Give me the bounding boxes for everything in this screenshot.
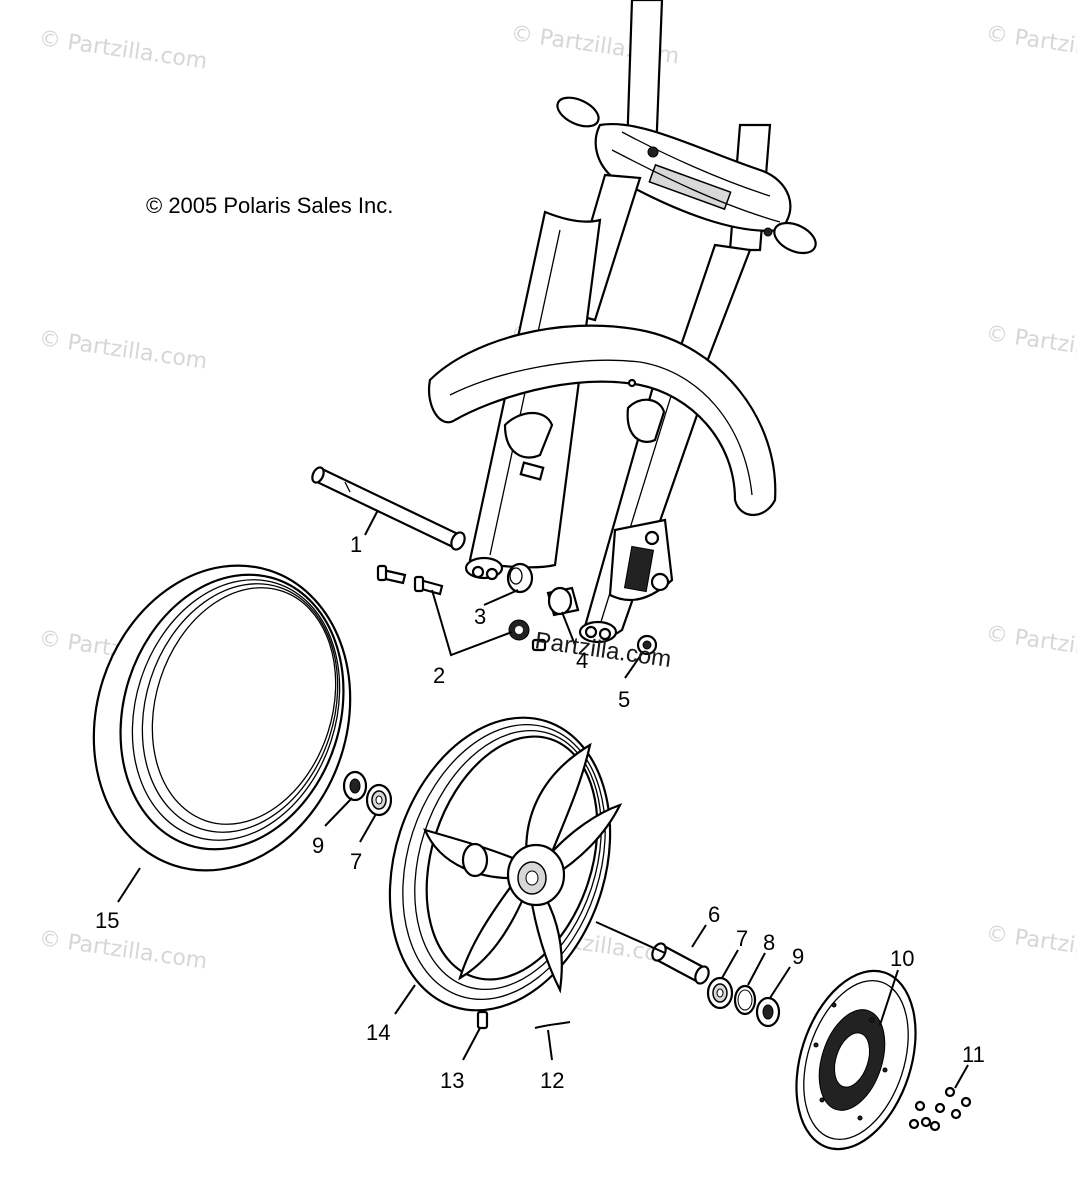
front-fork-drawing [427,0,817,644]
callout-12: 12 [540,1068,564,1093]
callout-15: 15 [95,908,119,933]
watermark-top-right: © Partzilla.com [984,21,1077,69]
callout-13: 13 [440,1068,464,1093]
part-9-seal-left [342,770,368,802]
callout-2: 2 [433,663,445,688]
callout-7-right: 7 [736,926,748,951]
callout-10: 10 [890,946,914,971]
callout-9-left: 9 [312,833,324,858]
callout-5: 5 [618,687,630,712]
part-1-axle [311,466,466,551]
part-14-wheel [388,716,623,1012]
watermark-mid-left: © Partzilla.com [37,326,209,374]
part-5-bolt [636,634,658,656]
callout-3: 3 [474,604,486,629]
callout-1: 1 [350,532,362,557]
callout-7-left: 7 [350,849,362,874]
part-4-spacer [546,586,580,617]
watermark-mid-right: © Partzilla.com [984,321,1077,369]
part-15-tire [92,564,352,872]
watermark-low-right: © Partzilla.com [984,621,1077,669]
part-13-valve-stem [476,1010,489,1030]
part-3-spacer [506,562,534,594]
watermark-bottom-left: © Partzilla.com [37,926,209,974]
callout-8: 8 [763,930,775,955]
callout-4: 4 [576,648,588,673]
copyright-notice: © 2005 Polaris Sales Inc. [146,193,393,218]
callout-6: 6 [708,902,720,927]
callout-11: 11 [962,1042,985,1067]
watermark-top-left: © Partzilla.com [37,26,209,74]
part-6-spacer-tube [651,942,710,985]
part-2-bolts [376,564,547,652]
callout-labels: 1 2 3 4 5 6 7 8 9 9 7 10 11 12 13 14 15 [95,532,985,1093]
callout-9-right: 9 [792,944,804,969]
part-8-snap-ring [733,984,757,1016]
part-9-seal-right [755,996,781,1028]
part-7-bearing-right [706,976,734,1010]
callout-14: 14 [366,1020,390,1045]
part-12-balance-weight [534,1021,571,1029]
watermark-bottom-right: © Partzilla.com [984,921,1077,969]
leader-lines [117,509,969,1089]
part-7-bearing-left [365,783,393,817]
part-10-brake-rotor [795,969,917,1151]
part-11-rotor-bolts [908,1086,972,1132]
